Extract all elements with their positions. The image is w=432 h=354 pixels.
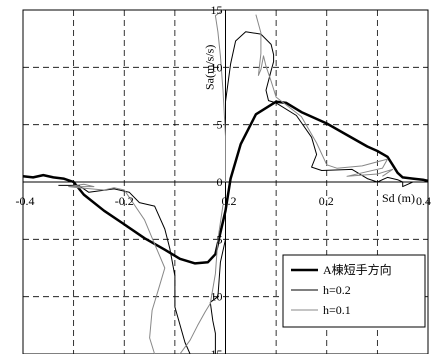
x-tick-label: -0.4 <box>16 194 35 208</box>
series-line <box>255 14 394 177</box>
series-line <box>58 184 191 354</box>
y-tick-label: 5 <box>217 118 223 132</box>
y-tick-label: 5 <box>217 232 223 246</box>
x-tick-label: 0.2 <box>222 194 237 208</box>
plot-area: -0.4 -0.2 0.2 0.2 0.4 15 10 5 0 5 10 15 Sd (m) Sa(m… <box>16 3 432 354</box>
series-layer <box>22 9 429 354</box>
x-axis-label: Sd (m) <box>382 191 415 205</box>
x-tick-label: 0.4 <box>416 194 431 208</box>
legend: A棟短手方向 h=0.2 h=0.1 <box>282 254 426 328</box>
series-line <box>179 204 224 354</box>
tick-labels: -0.4 -0.2 0.2 0.2 0.4 15 10 5 0 5 10 15 <box>16 3 432 354</box>
y-tick-label: 10 <box>211 60 223 74</box>
series-line <box>68 183 166 354</box>
legend-label: h=0.1 <box>323 303 351 317</box>
legend-box <box>282 254 426 328</box>
series-line <box>214 9 226 182</box>
y-tick-label: 15 <box>211 347 223 354</box>
y-tick-label: 15 <box>211 3 223 17</box>
y-tick-label: 10 <box>211 290 223 304</box>
x-tick-label: -0.2 <box>115 194 134 208</box>
legend-label: A棟短手方向 <box>323 262 392 277</box>
series-line <box>209 193 226 354</box>
y-axis-label: Sa(m/s/s) <box>203 45 217 90</box>
legend-label: h=0.2 <box>323 283 351 297</box>
y-tick-label: 0 <box>217 175 223 189</box>
series-line <box>225 31 414 188</box>
x-tick-label: 0.2 <box>319 194 334 208</box>
